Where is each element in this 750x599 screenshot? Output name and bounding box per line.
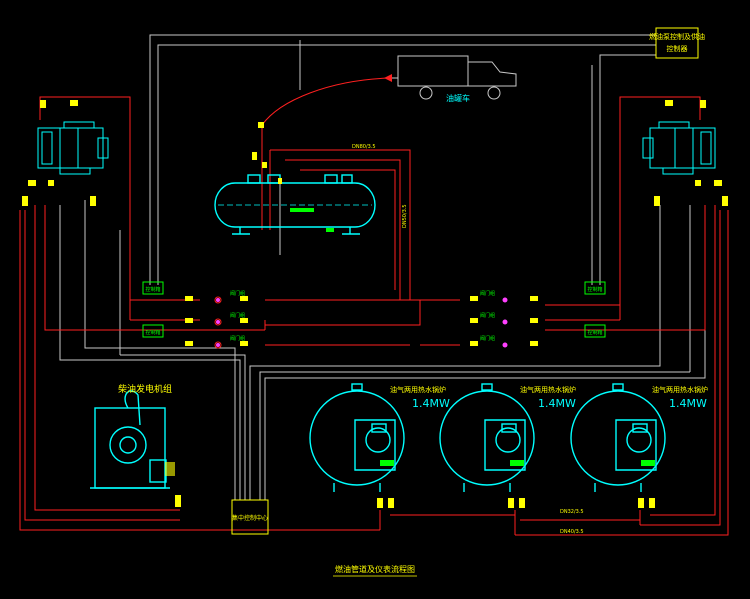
- boiler-2-title: 油气两用热水锅炉: [520, 385, 576, 394]
- tank-riser-tag: DN50/3.5: [402, 204, 408, 228]
- inlet-arrow-icon: [384, 74, 392, 82]
- right-valve-group-2-label: 阀门组: [480, 312, 495, 319]
- right-ctrl-box-1-label: 控制箱: [587, 286, 602, 293]
- top-control-cabinet-label: 燃油泵控制及供油: [649, 32, 705, 41]
- diesel-generator-label: 柴油发电机组: [118, 383, 172, 395]
- drawing-title-text: 燃油管道及仪表流程图: [335, 564, 415, 574]
- left-valve-group-1-label: 阀门组: [230, 290, 245, 297]
- boiler-2-power: 1.4MW: [538, 397, 576, 410]
- right-ctrl-box-2-label: 控制箱: [587, 329, 602, 336]
- tank-instruments: [252, 122, 334, 232]
- left-valve-groups: 阀门组 阀门组 阀门组: [185, 290, 248, 349]
- boiler-2: [439, 383, 535, 492]
- tanker-truck-label: 油罐车: [446, 93, 470, 103]
- right-day-tank: [642, 121, 716, 175]
- boiler-3-title: 油气两用热水锅炉: [652, 385, 708, 394]
- boiler-1-power: 1.4MW: [412, 397, 450, 410]
- drawing-title: 燃油管道及仪表流程图: [333, 564, 417, 577]
- control-center-label: 集中控制中心: [232, 514, 268, 522]
- control-boxes: 控制箱 控制箱 控制箱 控制箱: [142, 281, 606, 338]
- day-tank-instruments: [22, 100, 728, 206]
- bottom-pipe-tag-1: DN32/3.5: [560, 509, 584, 515]
- storage-tank: [214, 174, 376, 235]
- control-center: 集中控制中心: [231, 499, 269, 535]
- right-valve-group-1-label: 阀门组: [480, 290, 495, 297]
- bottom-pipe-tag-2: DN40/3.5: [560, 529, 584, 535]
- right-valve-group-3-label: 阀门组: [480, 335, 495, 342]
- top-control-cabinet-label-2: 控制器: [667, 44, 688, 53]
- boiler-1: [309, 383, 405, 492]
- left-day-tank: [37, 121, 109, 175]
- return-lines: [59, 34, 706, 500]
- left-valve-group-3-label: 阀门组: [230, 335, 245, 342]
- boiler-3-power: 1.4MW: [669, 397, 707, 410]
- storage-tank-pipe-tag: DN80/3.5: [352, 144, 376, 150]
- boiler-1-title: 油气两用热水锅炉: [390, 385, 446, 394]
- right-valve-groups: 阀门组 阀门组 阀门组: [470, 290, 538, 348]
- supply-lines: [19, 77, 729, 536]
- boiler-3: [570, 383, 666, 492]
- left-valve-group-2-label: 阀门组: [230, 312, 245, 319]
- tanker-truck: 油罐车: [392, 55, 517, 103]
- top-control-cabinet: 燃油泵控制及供油 控制器: [649, 27, 705, 59]
- left-ctrl-box-2-label: 控制箱: [145, 329, 160, 336]
- boiler-instruments: [175, 460, 655, 508]
- diesel-generator: [90, 390, 175, 489]
- left-ctrl-box-1-label: 控制箱: [145, 286, 160, 293]
